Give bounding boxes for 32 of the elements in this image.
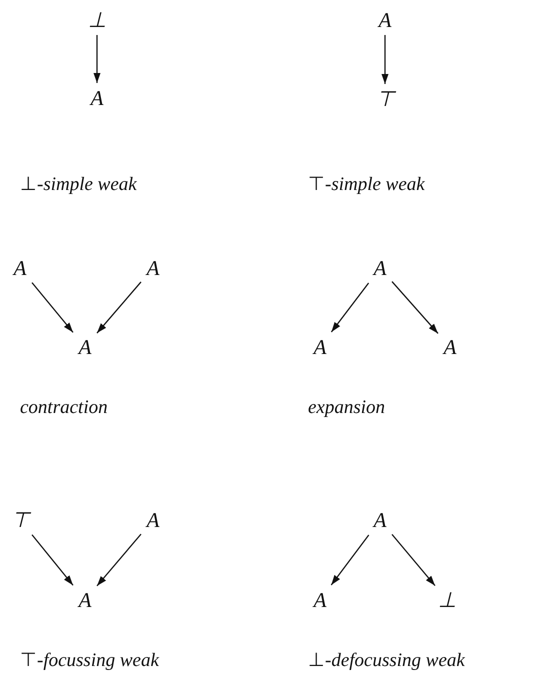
- node-text: A: [78, 588, 92, 612]
- node-text: A: [314, 334, 326, 360]
- caption-text: contraction: [20, 397, 108, 419]
- arrow: [382, 35, 388, 84]
- node-text: A: [374, 256, 386, 280]
- arrow: [96, 534, 142, 586]
- node-text: A: [78, 334, 92, 360]
- node-text: A: [146, 256, 160, 280]
- node-text: ⊥: [438, 588, 456, 612]
- node-text: ⊥: [88, 8, 106, 32]
- node-text: ⊤: [376, 86, 394, 112]
- node-text: A: [14, 256, 26, 280]
- caption-text: ⊤-focussing weak: [20, 649, 159, 672]
- arrow: [330, 534, 370, 586]
- arrow: [392, 281, 438, 334]
- caption-text: ⊤-simple weak: [308, 173, 425, 196]
- node-text: A: [374, 508, 386, 532]
- node-text: A: [90, 86, 104, 110]
- caption-text: expansion: [308, 397, 386, 419]
- arrow: [330, 282, 370, 332]
- node-text: ⊤: [11, 508, 29, 532]
- arrow: [392, 534, 436, 586]
- caption-text: ⊥-simple weak: [20, 173, 137, 196]
- node-text: A: [314, 588, 326, 612]
- arrow: [32, 282, 74, 333]
- arrow: [32, 534, 74, 586]
- node-text: A: [444, 334, 456, 360]
- arrow: [94, 35, 100, 83]
- node-text: A: [146, 508, 160, 532]
- node-text: A: [378, 8, 392, 32]
- arrow: [96, 282, 142, 334]
- caption-text: ⊥-defocussing weak: [308, 649, 465, 672]
